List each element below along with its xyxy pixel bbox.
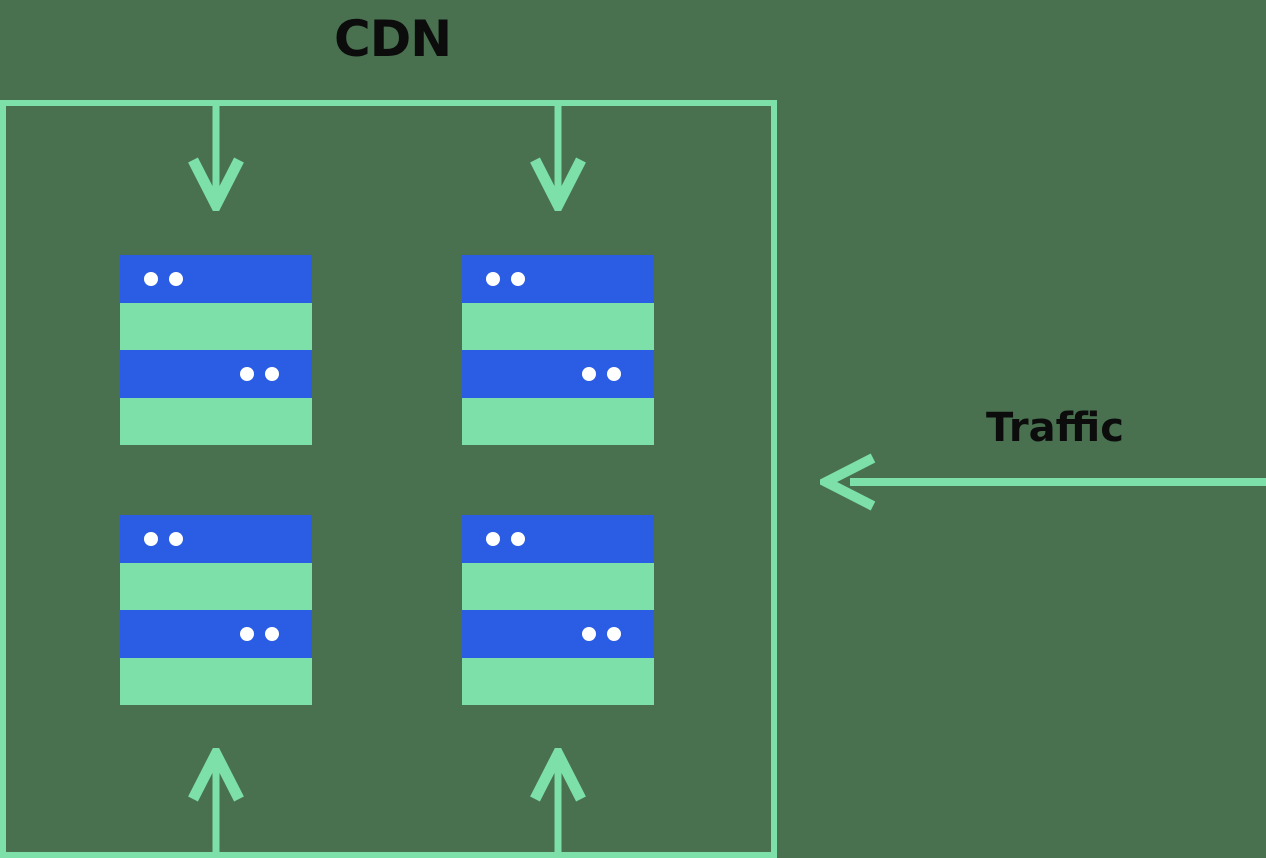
server-tray xyxy=(462,515,654,563)
server-tray xyxy=(462,255,654,303)
server-tray xyxy=(462,302,654,350)
led-dot xyxy=(582,366,596,381)
server-tray xyxy=(462,350,654,398)
server-tray xyxy=(120,350,312,398)
server-tray xyxy=(120,397,312,445)
down-arrow-icon xyxy=(530,103,586,211)
server-tray xyxy=(120,562,312,610)
server-tray xyxy=(462,657,654,705)
up-arrow-icon xyxy=(530,748,586,852)
server-tray xyxy=(120,255,312,303)
led-dot xyxy=(486,271,500,286)
led-dot xyxy=(144,271,158,286)
led-dot xyxy=(144,531,158,546)
server-tray xyxy=(120,515,312,563)
led-dot xyxy=(582,626,596,641)
led-dot xyxy=(511,271,525,286)
server-icon xyxy=(120,515,312,705)
down-arrow-icon xyxy=(188,103,244,211)
cdn-title: CDN xyxy=(334,10,452,68)
server-tray xyxy=(120,657,312,705)
server-tray xyxy=(462,562,654,610)
cdn-boundary-box xyxy=(0,100,777,858)
server-icon xyxy=(462,515,654,705)
led-dot xyxy=(486,531,500,546)
server-tray xyxy=(120,302,312,350)
server-tray xyxy=(462,610,654,658)
server-icon xyxy=(120,255,312,445)
left-arrow-icon xyxy=(820,453,1266,511)
server-tray xyxy=(120,610,312,658)
server-icon xyxy=(462,255,654,445)
led-dot xyxy=(265,626,279,641)
led-dot xyxy=(511,531,525,546)
led-dot xyxy=(265,366,279,381)
led-dot xyxy=(607,626,621,641)
server-grid xyxy=(120,255,654,705)
server-tray xyxy=(462,397,654,445)
up-arrow-icon xyxy=(188,748,244,852)
led-dot xyxy=(240,626,254,641)
traffic-label: Traffic xyxy=(986,405,1124,451)
led-dot xyxy=(607,366,621,381)
led-dot xyxy=(169,271,183,286)
led-dot xyxy=(169,531,183,546)
led-dot xyxy=(240,366,254,381)
